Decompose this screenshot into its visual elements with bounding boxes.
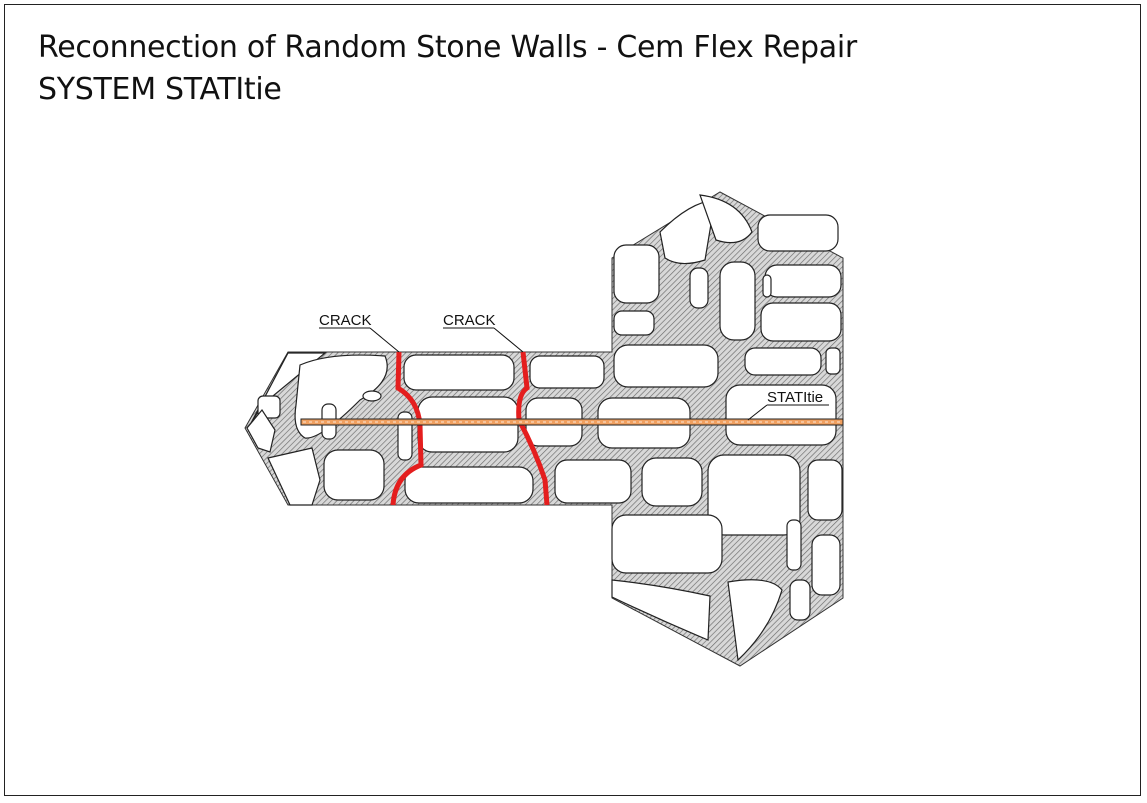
sheet-border: [4, 4, 1141, 796]
statitie-label: STATItie: [767, 389, 823, 406]
drawing-subtitle: SYSTEM STATItie: [38, 72, 282, 107]
crack-label-right: CRACK: [443, 312, 496, 329]
statitie-bar: [300, 418, 844, 426]
crack-label-left: CRACK: [319, 312, 372, 329]
drawing-title: Reconnection of Random Stone Walls - Cem…: [38, 30, 857, 65]
